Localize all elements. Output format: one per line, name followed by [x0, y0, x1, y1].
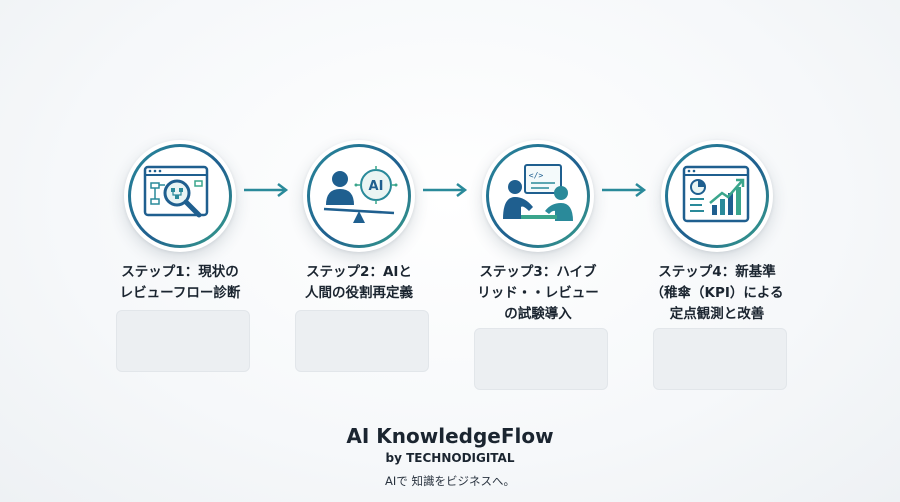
step-4-placeholder — [653, 328, 787, 390]
step-2-label: ステップ2：AIと 人間の役割再定義 — [305, 264, 413, 301]
process-flow: ステップ1：現状の レビューフロー診断 AI ステップ2：AIと 人間の役割 — [116, 140, 787, 390]
step-3-circle: </> — [482, 140, 594, 252]
flow-diagnosis-magnifier-icon — [143, 165, 209, 218]
step-1-circle — [124, 140, 236, 252]
step-2-placeholder — [295, 310, 429, 372]
kpi-growth-chart-icon — [682, 165, 750, 223]
step-1-label: ステップ1：現状の レビューフロー診断 — [119, 264, 241, 301]
step-4-circle — [661, 140, 773, 252]
arrow-right-icon — [423, 183, 468, 197]
step-1-placeholder — [116, 310, 250, 372]
svg-text:</>: </> — [529, 171, 544, 180]
arrow-right-icon — [602, 183, 647, 197]
step-3-placeholder — [474, 328, 608, 390]
brand-tagline: AIで 知識をビジネスへ。 — [385, 474, 515, 488]
team-code-review-icon: </> — [503, 164, 573, 221]
arrow-right-icon — [244, 183, 289, 197]
step-4-label: ステップ4：新基準 （稚傘（KPI）による 定点観測と改善 — [650, 264, 784, 322]
svg-text:AI: AI — [369, 179, 384, 194]
step-2-circle: AI — [303, 140, 415, 252]
human-ai-balance-icon: AI — [323, 166, 398, 223]
brand-title: AI KnowledgeFlow — [346, 424, 554, 448]
step-3-label: ステップ3：ハイブ リッド・・レビュー の試験導入 — [477, 264, 599, 322]
brand-byline: by TECHNODIGITAL — [385, 451, 515, 465]
